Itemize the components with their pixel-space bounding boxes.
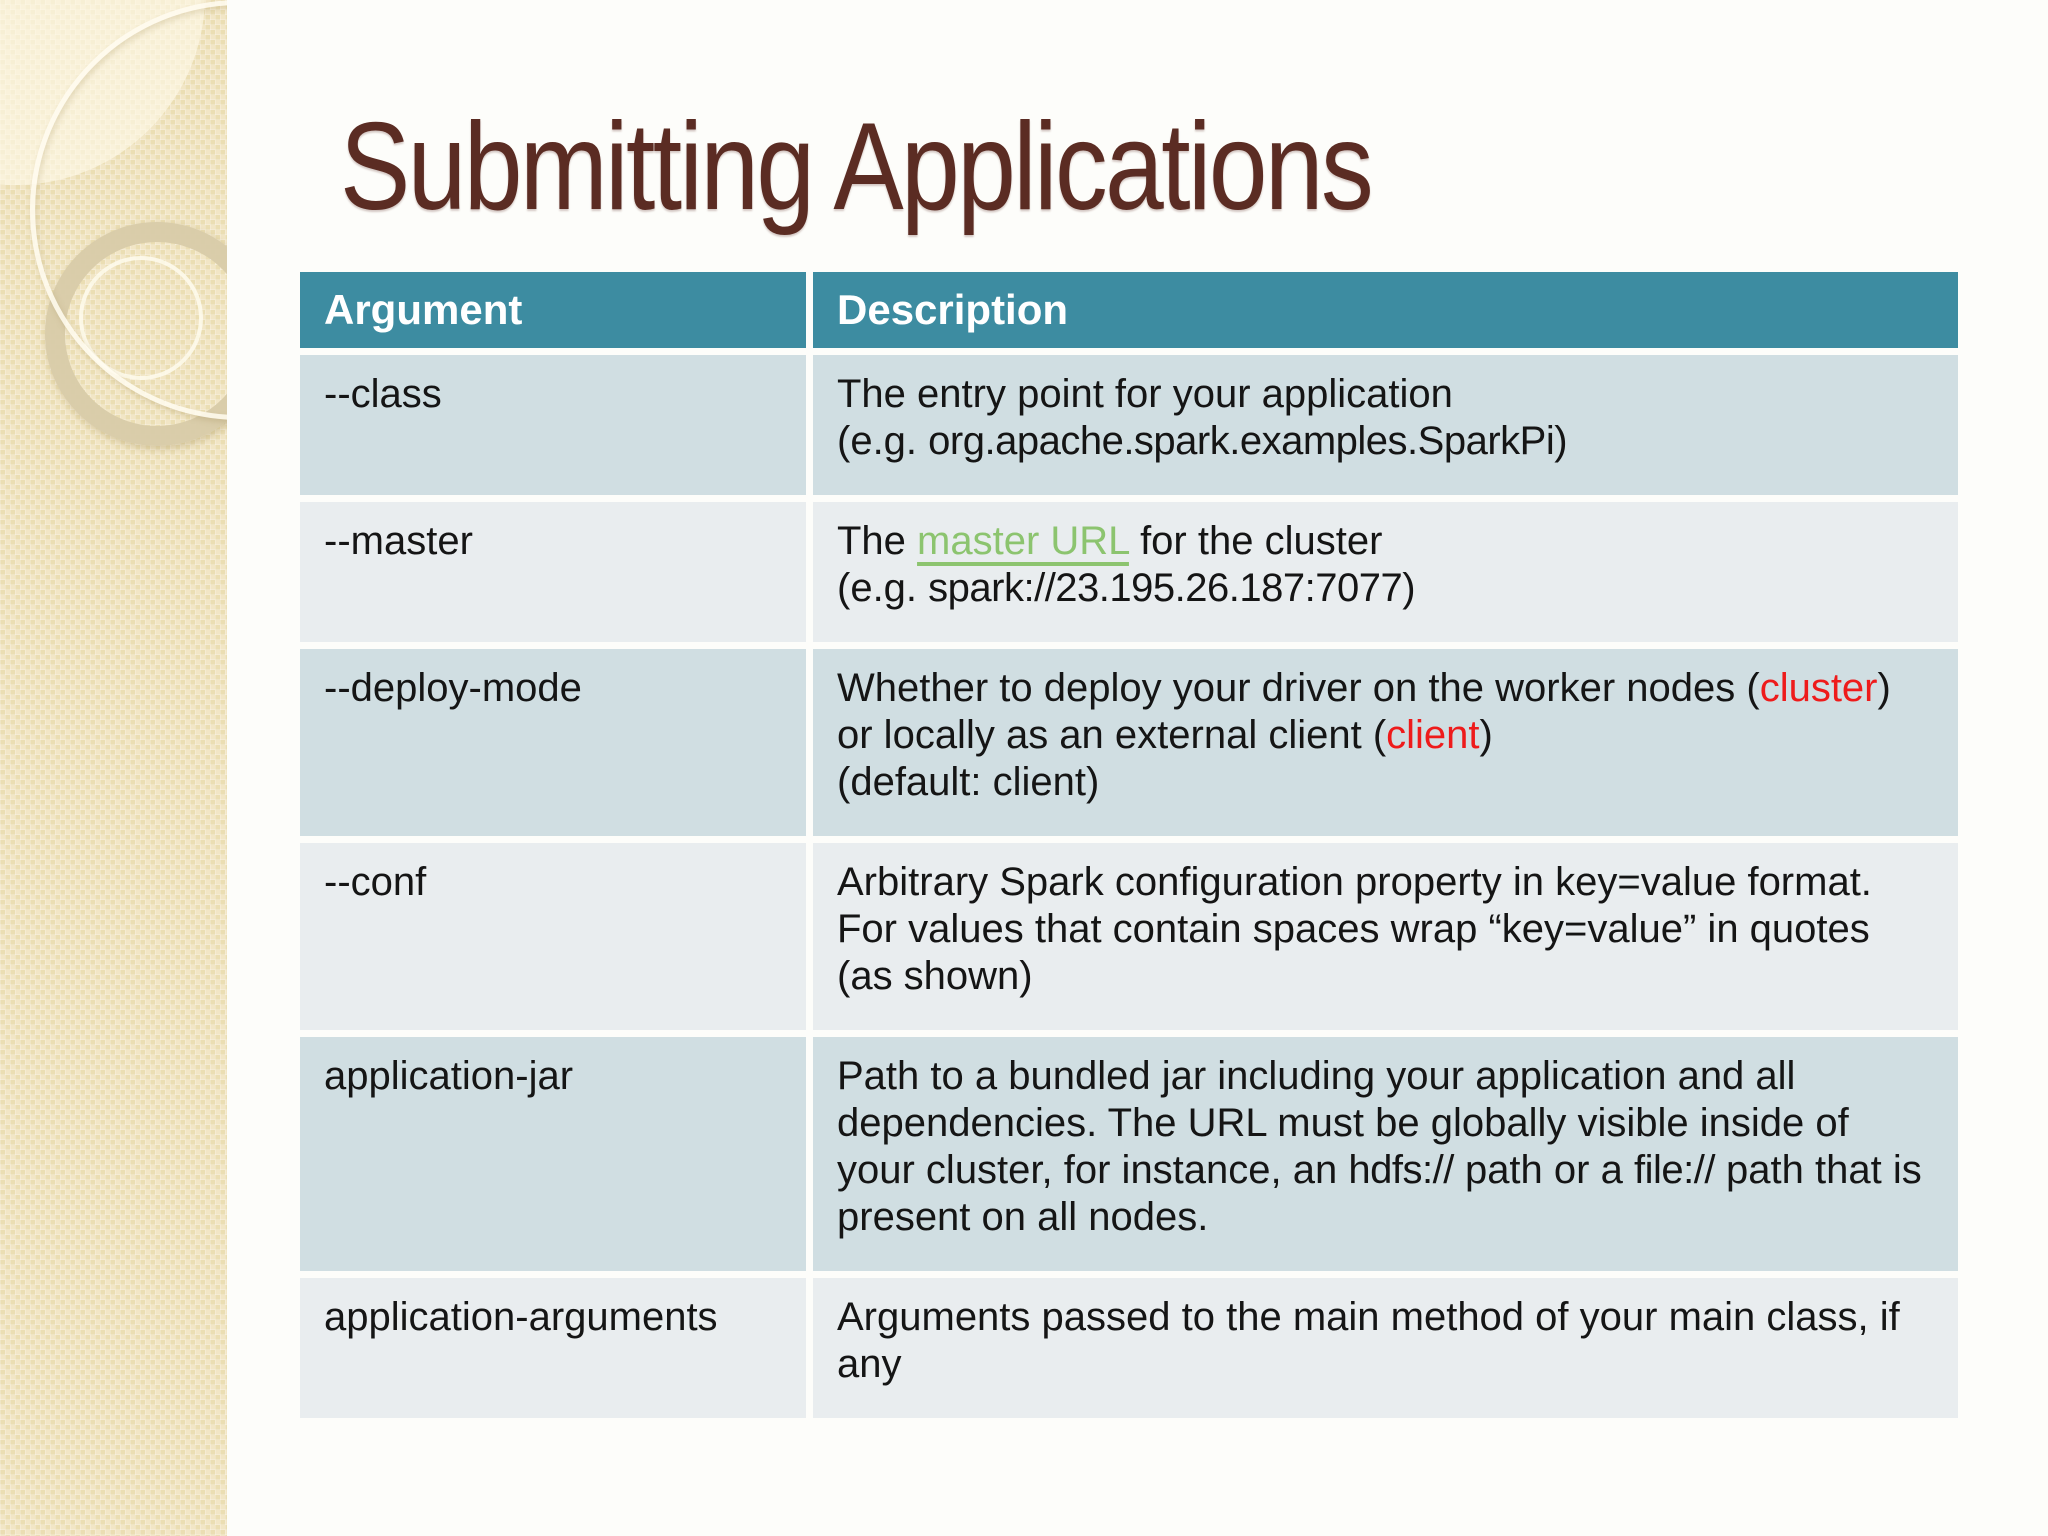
text-segment: )	[1554, 419, 1568, 463]
description-cell: Path to a bundled jar including your app…	[813, 1037, 1958, 1271]
argument-cell: --class	[300, 355, 806, 495]
text-segment: org.apache.spark.examples.SparkPi	[928, 419, 1555, 463]
text-segment: The entry point for your application	[837, 372, 1453, 416]
master-url-link[interactable]: master URL	[917, 519, 1129, 563]
slide-title: Submitting Applications	[340, 98, 1374, 236]
text-segment: Arbitrary Spark configuration property i…	[837, 860, 1872, 998]
description-cell: The entry point for your application(e.g…	[813, 355, 1958, 495]
text-segment: Path to a bundled jar including your app…	[837, 1054, 1849, 1192]
text-segment: for the cluster	[1128, 519, 1383, 563]
text-segment: )	[1479, 713, 1493, 757]
text-segment: hdfs://	[1348, 1148, 1454, 1192]
text-segment: Arguments passed to the main method of y…	[837, 1295, 1900, 1386]
header-description: Description	[813, 272, 1958, 348]
argument-cell: --conf	[300, 843, 806, 1030]
text-segment: cluster	[1759, 666, 1878, 710]
text-segment: client	[1386, 713, 1480, 757]
text-segment: path or a	[1453, 1148, 1634, 1192]
text-segment: )	[1402, 566, 1416, 610]
text-segment: The	[837, 519, 918, 563]
text-segment: path that is present on all nodes.	[837, 1148, 1922, 1239]
text-segment: (default: client)	[837, 760, 1100, 804]
text-segment: file://	[1633, 1148, 1715, 1192]
header-argument: Argument	[300, 272, 806, 348]
text-segment: Whether to deploy your driver on the wor…	[837, 666, 1760, 710]
argument-cell: application-jar	[300, 1037, 806, 1271]
text-segment: (e.g.	[837, 566, 929, 610]
description-cell: Arguments passed to the main method of y…	[813, 1278, 1958, 1418]
argument-cell: --master	[300, 502, 806, 642]
text-segment: ) or locally as an external client (	[837, 666, 1891, 757]
text-segment: (e.g.	[837, 419, 929, 463]
text-segment: spark://23.195.26.187:7077	[928, 566, 1403, 610]
description-cell: Arbitrary Spark configuration property i…	[813, 843, 1958, 1030]
sidebar-decoration	[0, 0, 227, 1536]
description-cell: The master URL for the cluster (e.g. spar…	[813, 502, 1958, 642]
argument-cell: --deploy-mode	[300, 649, 806, 836]
description-cell: Whether to deploy your driver on the wor…	[813, 649, 1958, 836]
argument-cell: application-arguments	[300, 1278, 806, 1418]
